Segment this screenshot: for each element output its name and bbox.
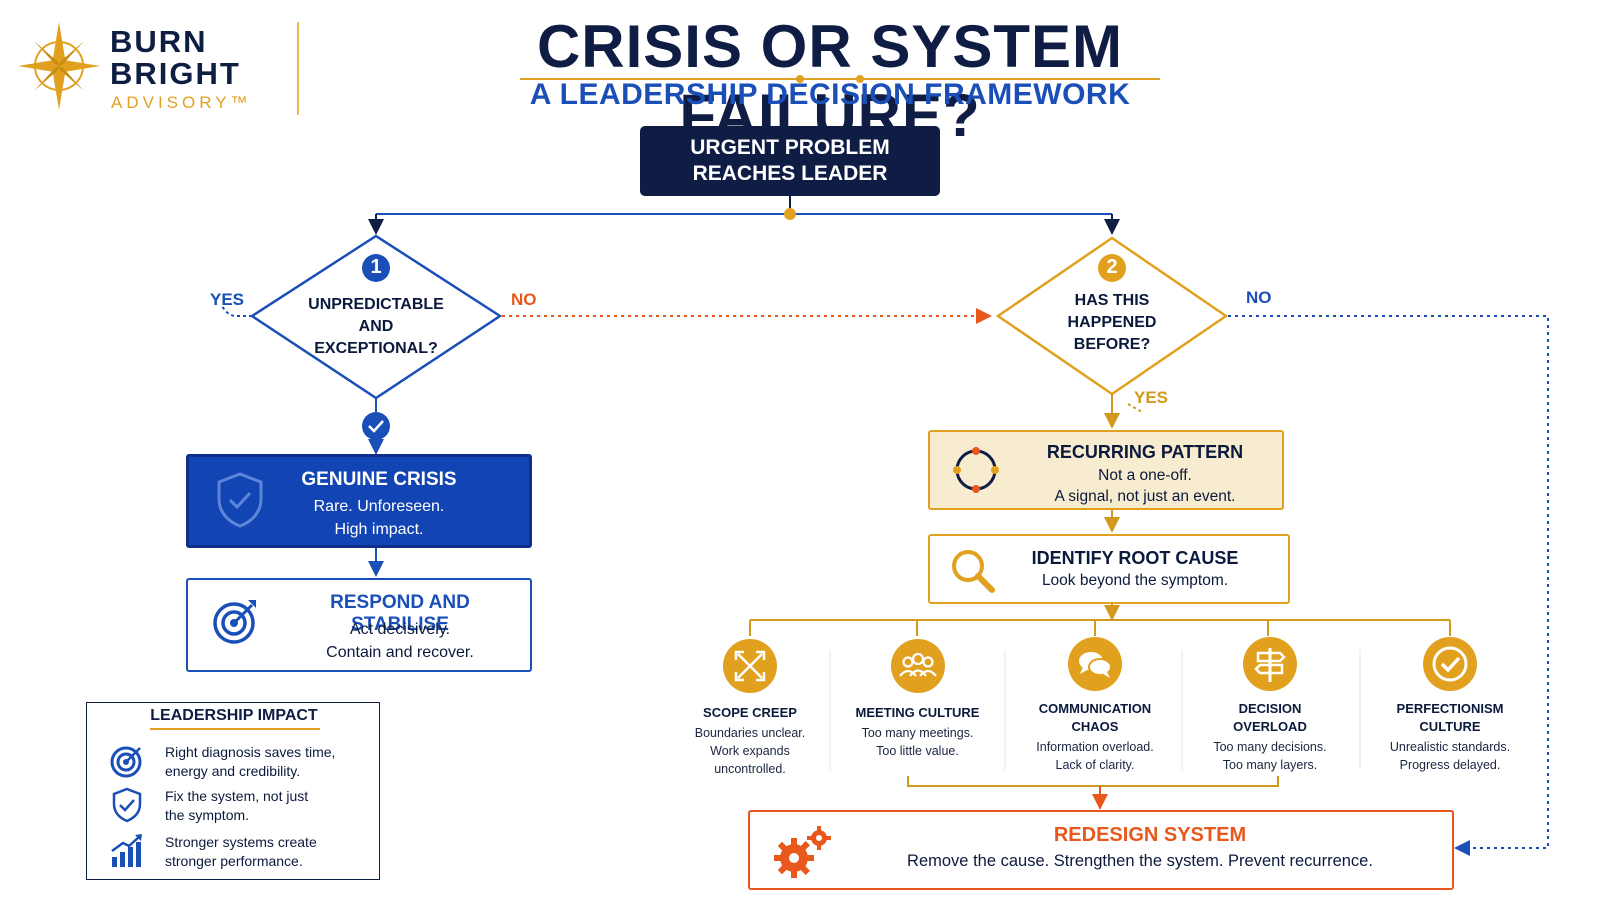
decision-2-line-3: BEFORE? bbox=[1073, 336, 1151, 353]
respond-line-1: Act decisively. bbox=[349, 621, 451, 638]
impact-item-line-2: energy and credibility. bbox=[165, 763, 301, 779]
start-node: URGENT PROBLEM REACHES LEADER bbox=[640, 126, 940, 196]
impact-item: Right diagnosis saves time, energy and c… bbox=[165, 743, 450, 781]
root-title: IDENTIFY ROOT CAUSE bbox=[1031, 548, 1239, 568]
redesign-title: REDESIGN SYSTEM bbox=[1053, 824, 1247, 846]
gears-icon bbox=[774, 826, 831, 878]
cause-desc-1: Boundaries unclear. bbox=[694, 726, 806, 740]
crisis-title: GENUINE CRISIS bbox=[301, 469, 457, 490]
cause-item: COMMUNICATION CHAOS Information overload… bbox=[1010, 636, 1180, 774]
crisis-line-2: High impact. bbox=[334, 521, 424, 538]
impact-title: LEADERSHIP IMPACT bbox=[150, 707, 318, 724]
recurring-desc: Not a one-off. A signal, not just an eve… bbox=[1020, 465, 1270, 507]
impact-item-line-2: the symptom. bbox=[165, 807, 250, 823]
decision-2-yes-label: YES bbox=[1134, 388, 1169, 407]
logo-line-2: BRIGHT bbox=[110, 56, 241, 91]
recurring-pattern-node: RECURRING PATTERN Not a one-off. A signa… bbox=[928, 430, 1284, 510]
respond-stabilise-node: RESPOND AND STABILISE Act decisively. Co… bbox=[186, 578, 532, 672]
impact-item-line-1: Stronger systems create bbox=[165, 834, 317, 850]
decision-1-line-1: UNPREDICTABLE bbox=[308, 296, 444, 313]
cause-desc-2: Progress delayed. bbox=[1399, 758, 1501, 772]
decision-2-text: HAS THIS HAPPENED BEFORE? bbox=[1012, 290, 1212, 356]
cause-desc-2: Work expands bbox=[710, 744, 790, 758]
start-line-2: REACHES LEADER bbox=[692, 162, 888, 185]
cause-desc-1: Too many decisions. bbox=[1213, 740, 1327, 754]
growth-chart-icon bbox=[111, 834, 142, 867]
impact-item-line-1: Right diagnosis saves time, bbox=[165, 744, 336, 760]
logo-line-3: ADVISORY™ bbox=[111, 93, 252, 112]
cause-desc-1: Too many meetings. bbox=[861, 726, 974, 740]
crisis-desc: Rare. Unforeseen. High impact. bbox=[269, 495, 489, 541]
chat-bubbles-icon bbox=[1068, 637, 1122, 691]
impact-item: Fix the system, not just the symptom. bbox=[165, 787, 450, 825]
decision-2-line-1: HAS THIS bbox=[1074, 292, 1150, 309]
redesign-system-node: REDESIGN SYSTEM Remove the cause. Streng… bbox=[748, 810, 1454, 890]
decision-1-yes-label: YES bbox=[210, 290, 245, 309]
root-line-1: Look beyond the symptom. bbox=[1041, 572, 1229, 589]
shield-check-icon bbox=[112, 787, 142, 823]
decision-2-number: 2 bbox=[1106, 256, 1118, 278]
impact-item-line-1: Fix the system, not just bbox=[165, 788, 309, 804]
decision-2-line-2: HAPPENED bbox=[1067, 314, 1157, 331]
page-subtitle: A LEADERSHIP DECISION FRAMEWORK bbox=[529, 78, 1131, 111]
respond-desc: Act decisively. Contain and recover. bbox=[280, 618, 520, 664]
cause-title-2: OVERLOAD bbox=[1233, 719, 1307, 734]
magnifier-icon bbox=[952, 550, 995, 593]
root-cause-node: IDENTIFY ROOT CAUSE Look beyond the symp… bbox=[928, 534, 1290, 604]
recurring-line-2: A signal, not just an event. bbox=[1054, 488, 1236, 505]
leadership-impact-panel: LEADERSHIP IMPACT Right diagnosis saves … bbox=[86, 702, 380, 880]
recurring-title: RECURRING PATTERN bbox=[1046, 442, 1244, 462]
cause-item: SCOPE CREEP Boundaries unclear. Work exp… bbox=[670, 638, 830, 778]
check-circle-icon bbox=[1423, 637, 1477, 691]
cause-item: DECISION OVERLOAD Too many decisions. To… bbox=[1190, 636, 1350, 774]
cause-desc-2: Lack of clarity. bbox=[1055, 758, 1135, 772]
cause-desc-2: Too many layers. bbox=[1222, 758, 1318, 772]
cause-title: MEETING CULTURE bbox=[855, 705, 980, 720]
cause-item: MEETING CULTURE Too many meetings. Too l… bbox=[840, 638, 995, 760]
recurring-line-1: Not a one-off. bbox=[1098, 467, 1192, 484]
cause-desc-1: Information overload. bbox=[1036, 740, 1154, 754]
redesign-line-1: Remove the cause. Strengthen the system.… bbox=[907, 852, 1373, 870]
decision-2-no-label: NO bbox=[1246, 288, 1272, 307]
respond-line-2: Contain and recover. bbox=[326, 644, 474, 661]
target-icon bbox=[213, 600, 256, 644]
cause-desc-3: uncontrolled. bbox=[714, 762, 786, 776]
impact-item-line-2: stronger performance. bbox=[165, 853, 303, 869]
compass-star-icon bbox=[18, 22, 100, 110]
cause-title-2: CULTURE bbox=[1419, 719, 1481, 734]
decision-1-number: 1 bbox=[370, 256, 382, 278]
respond-title: RESPOND AND STABILISE bbox=[330, 592, 470, 635]
decision-1-text: UNPREDICTABLE AND EXCEPTIONAL? bbox=[276, 294, 476, 360]
cause-title-1: PERFECTIONISM bbox=[1396, 701, 1504, 716]
start-line-1: URGENT PROBLEM bbox=[690, 136, 890, 159]
crisis-line-1: Rare. Unforeseen. bbox=[313, 498, 445, 515]
expand-arrows-icon bbox=[723, 639, 777, 693]
decision-1-line-2: AND bbox=[358, 318, 394, 335]
signpost-icon bbox=[1243, 637, 1297, 691]
cause-desc-1: Unrealistic standards. bbox=[1389, 740, 1511, 754]
cycle-arrows-icon bbox=[953, 447, 999, 493]
cause-title-1: DECISION bbox=[1238, 701, 1302, 716]
decision-1-no-label: NO bbox=[511, 290, 537, 309]
decision-1-line-3: EXCEPTIONAL? bbox=[314, 340, 438, 357]
cause-title-2: CHAOS bbox=[1071, 719, 1119, 734]
cause-desc-2: Too little value. bbox=[876, 744, 959, 758]
cause-item: PERFECTIONISM CULTURE Unrealistic standa… bbox=[1370, 636, 1530, 774]
cause-title: SCOPE CREEP bbox=[703, 705, 797, 720]
genuine-crisis-node: GENUINE CRISIS Rare. Unforeseen. High im… bbox=[186, 454, 532, 548]
impact-item: Stronger systems create stronger perform… bbox=[165, 833, 450, 871]
logo-line-1: BURN bbox=[110, 24, 208, 59]
target-icon bbox=[110, 746, 142, 778]
people-group-icon bbox=[890, 639, 945, 693]
shield-check-icon bbox=[217, 472, 263, 528]
cause-title-1: COMMUNICATION bbox=[1038, 701, 1152, 716]
